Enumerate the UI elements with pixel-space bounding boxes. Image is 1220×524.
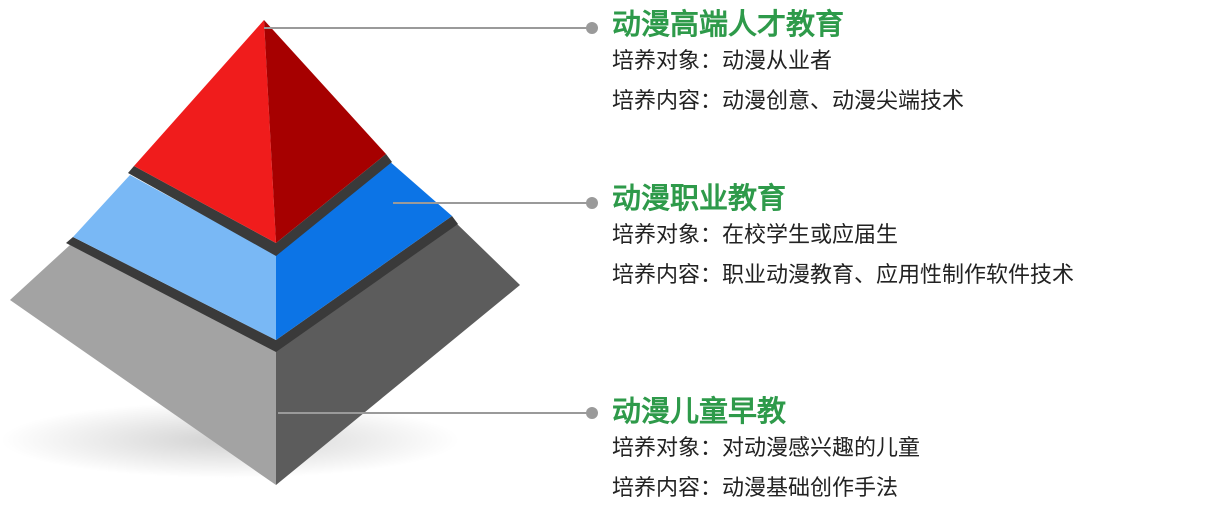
tier-top-title: 动漫高端人才教育: [612, 7, 845, 41]
tier-middle-content: 培养内容：职业动漫教育、应用性制作软件技术: [612, 263, 1075, 288]
middle-tier-right-face: [276, 160, 452, 340]
base-tier-left-face: [10, 245, 276, 485]
separator-lower-left: [66, 237, 276, 352]
tier-top-target: 培养对象：动漫从业者: [612, 49, 833, 74]
tier-bottom-target: 培养对象：对动漫感兴趣的儿童: [612, 436, 921, 461]
tier-bottom-title: 动漫儿童早教: [612, 394, 787, 428]
tier-bottom-content: 培养内容：动漫基础创作手法: [612, 476, 899, 501]
tier-bottom-info: 动漫儿童早教 培养对象：对动漫感兴趣的儿童 培养内容：动漫基础创作手法: [612, 393, 920, 509]
separator-upper-left: [128, 166, 276, 256]
top-tier-left-face: [134, 20, 276, 243]
tier-middle-target: 培养对象：在校学生或应届生: [612, 223, 899, 248]
separator-upper-right: [276, 154, 392, 256]
base-tier-right-face: [276, 222, 520, 485]
connector-dot-top: [586, 22, 598, 34]
separator-lower-right: [276, 216, 458, 352]
top-tier-right-face: [264, 20, 386, 243]
tier-middle-title: 动漫职业教育: [612, 181, 787, 215]
tier-top-info: 动漫高端人才教育 培养对象：动漫从业者 培养内容：动漫创意、动漫尖端技术: [612, 6, 964, 122]
middle-tier-left-face: [73, 175, 276, 340]
tier-top-content: 培养内容：动漫创意、动漫尖端技术: [612, 89, 965, 114]
tier-middle-info: 动漫职业教育 培养对象：在校学生或应届生 培养内容：职业动漫教育、应用性制作软件…: [612, 180, 1074, 296]
connector-dot-bottom: [586, 407, 598, 419]
connector-dot-middle: [586, 197, 598, 209]
